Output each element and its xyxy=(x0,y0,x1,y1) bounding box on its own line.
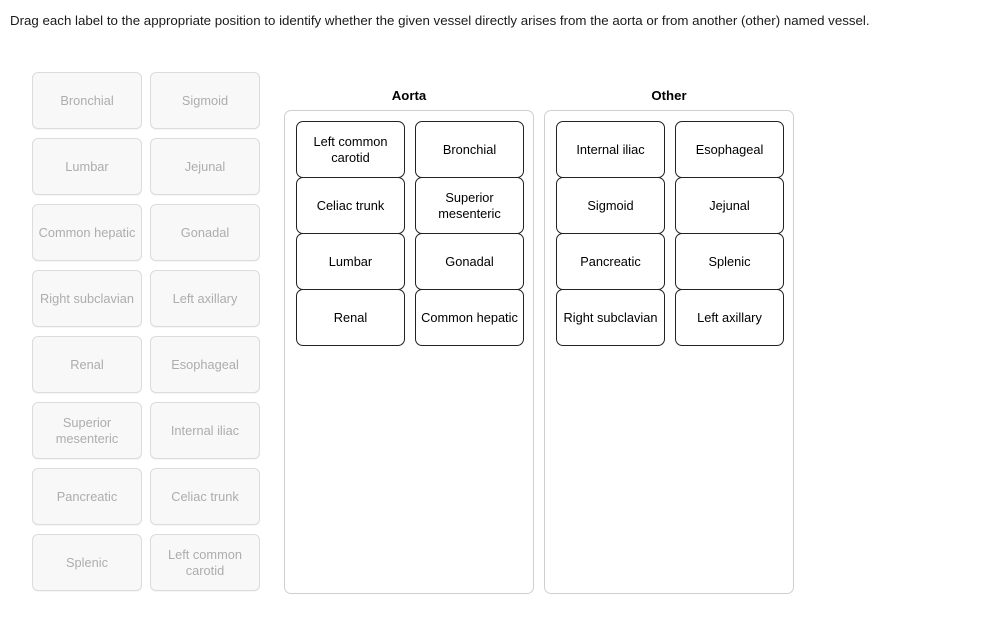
placed-tile[interactable]: Renal xyxy=(296,289,405,346)
label-bank: Bronchial Sigmoid Lumbar Jejunal Common … xyxy=(32,72,260,591)
bank-tile[interactable]: Bronchial xyxy=(32,72,142,129)
placed-tile[interactable]: Lumbar xyxy=(296,233,405,290)
bank-tile[interactable]: Left common carotid xyxy=(150,534,260,591)
bank-tile[interactable]: Esophageal xyxy=(150,336,260,393)
dropzone-column: Esophageal Jejunal Splenic Left axillary xyxy=(675,121,784,346)
bank-tile[interactable]: Jejunal xyxy=(150,138,260,195)
placed-tile[interactable]: Superior mesenteric xyxy=(415,177,524,234)
dropzone-body[interactable]: Left common carotid Celiac trunk Lumbar … xyxy=(284,110,534,594)
bank-tile[interactable]: Pancreatic xyxy=(32,468,142,525)
bank-tile[interactable]: Left axillary xyxy=(150,270,260,327)
placed-tile[interactable]: Right subclavian xyxy=(556,289,665,346)
placed-tile[interactable]: Internal iliac xyxy=(556,121,665,178)
dropzone-column: Internal iliac Sigmoid Pancreatic Right … xyxy=(556,121,665,346)
placed-tile[interactable]: Sigmoid xyxy=(556,177,665,234)
bank-tile[interactable]: Right subclavian xyxy=(32,270,142,327)
placed-tile[interactable]: Splenic xyxy=(675,233,784,290)
placed-tile[interactable]: Celiac trunk xyxy=(296,177,405,234)
bank-tile[interactable]: Common hepatic xyxy=(32,204,142,261)
placed-tile[interactable]: Gonadal xyxy=(415,233,524,290)
instruction-text: Drag each label to the appropriate posit… xyxy=(10,13,870,28)
bank-tile[interactable]: Superior mesenteric xyxy=(32,402,142,459)
bank-tile[interactable]: Lumbar xyxy=(32,138,142,195)
bank-tile[interactable]: Celiac trunk xyxy=(150,468,260,525)
placed-tile[interactable]: Bronchial xyxy=(415,121,524,178)
placed-tile[interactable]: Jejunal xyxy=(675,177,784,234)
bank-tile[interactable]: Internal iliac xyxy=(150,402,260,459)
dropzone-other[interactable]: Other Internal iliac Sigmoid Pancreatic … xyxy=(544,88,794,594)
dropzone-title: Other xyxy=(651,88,687,103)
bank-tile[interactable]: Renal xyxy=(32,336,142,393)
bank-tile[interactable]: Splenic xyxy=(32,534,142,591)
placed-tile[interactable]: Common hepatic xyxy=(415,289,524,346)
bank-tile[interactable]: Gonadal xyxy=(150,204,260,261)
placed-tile[interactable]: Pancreatic xyxy=(556,233,665,290)
dropzone-body[interactable]: Internal iliac Sigmoid Pancreatic Right … xyxy=(544,110,794,594)
placed-tile[interactable]: Left common carotid xyxy=(296,121,405,178)
dropzone-column: Left common carotid Celiac trunk Lumbar … xyxy=(296,121,405,346)
dropzone-column: Bronchial Superior mesenteric Gonadal Co… xyxy=(415,121,524,346)
bank-tile[interactable]: Sigmoid xyxy=(150,72,260,129)
placed-tile[interactable]: Left axillary xyxy=(675,289,784,346)
dropzone-aorta[interactable]: Aorta Left common carotid Celiac trunk L… xyxy=(284,88,534,594)
placed-tile[interactable]: Esophageal xyxy=(675,121,784,178)
dropzone-title: Aorta xyxy=(391,88,427,103)
